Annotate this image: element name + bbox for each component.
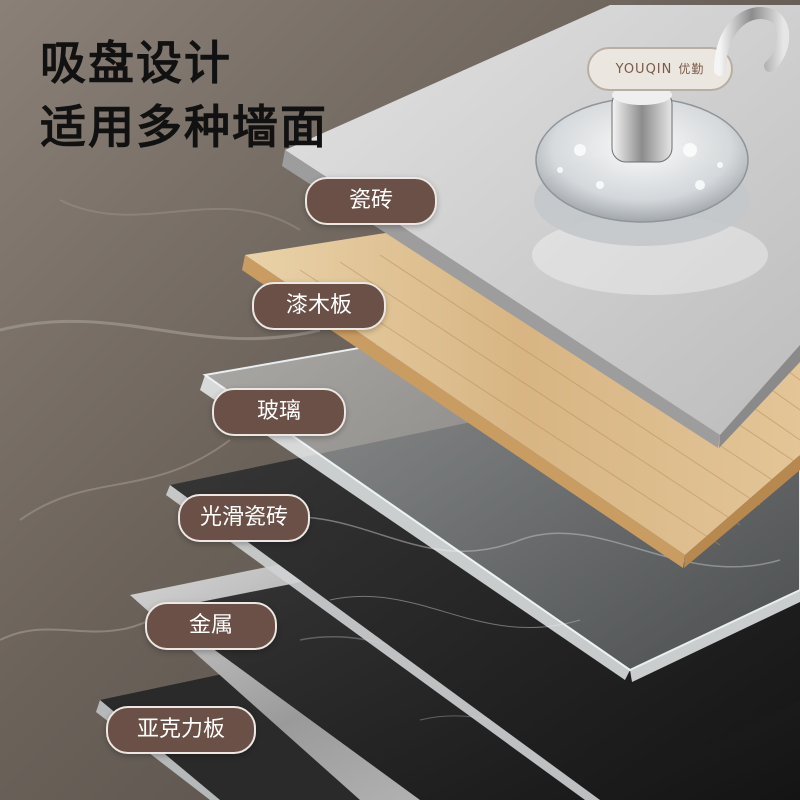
- tile-edge: [719, 345, 800, 448]
- glass-edge: [630, 590, 800, 682]
- tag-glass: 玻璃: [212, 388, 346, 436]
- glass-edge: [200, 375, 630, 680]
- suction-cup-bubbles: [557, 143, 723, 190]
- wall-vein: [0, 319, 321, 341]
- tag-ceramic-tile: 瓷砖: [305, 177, 437, 225]
- brand-logo: YOUQIN 优勤: [596, 58, 724, 80]
- brand-chinese: 优勤: [678, 62, 705, 76]
- hook-icon: [714, 7, 790, 76]
- wall-vein: [19, 439, 231, 521]
- wood-edge: [684, 455, 800, 568]
- tag-metal: 金属: [145, 602, 277, 650]
- headline-line-2: 适用多种墙面: [40, 100, 328, 154]
- smooth-tile-edge: [166, 485, 600, 800]
- headline-line-1: 吸盘设计: [40, 36, 232, 90]
- tag-lacquered-wood: 漆木板: [252, 282, 386, 330]
- tag-smooth-tile: 光滑瓷砖: [178, 494, 310, 542]
- brand-latin: YOUQIN: [615, 62, 673, 77]
- tag-acrylic-board: 亚克力板: [106, 706, 256, 754]
- marble-vein: [329, 595, 581, 629]
- wood-edge: [242, 255, 685, 568]
- brand-plate: [587, 47, 733, 91]
- wall-vein: [59, 199, 301, 231]
